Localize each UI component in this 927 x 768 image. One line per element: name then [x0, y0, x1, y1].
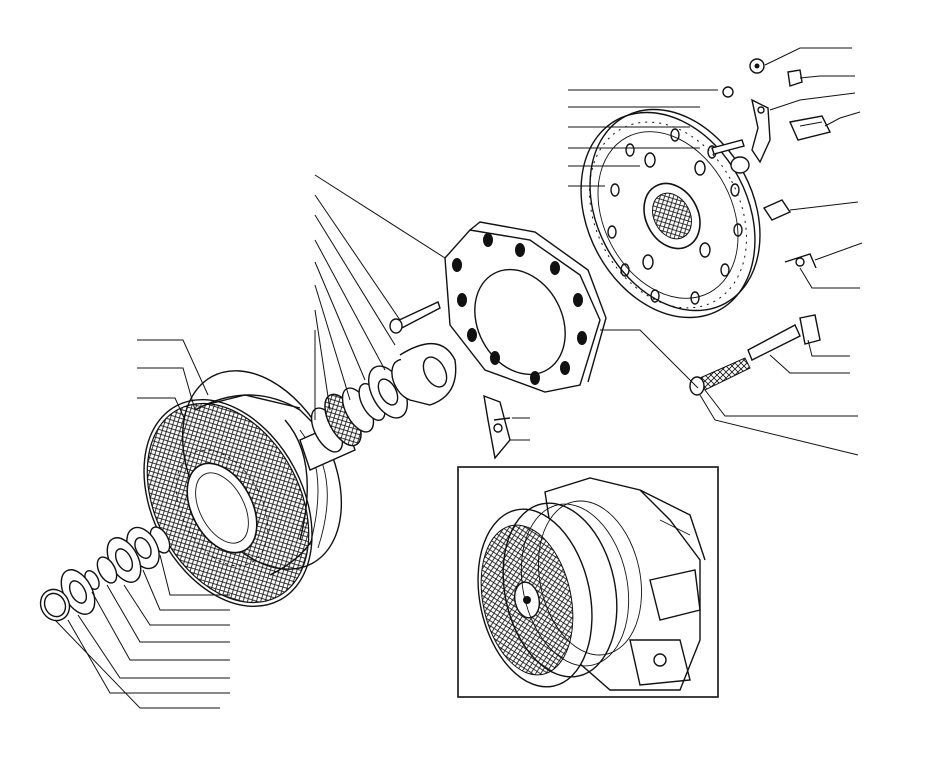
inset-assembled-view	[457, 466, 719, 698]
washers-stack	[39, 526, 171, 622]
leader-lines	[54, 47, 863, 709]
flywheel-disc	[580, 108, 761, 319]
bracket-small	[483, 394, 511, 460]
flywheel-holes	[607, 128, 743, 305]
long-bolt	[689, 314, 821, 396]
bolt	[389, 301, 441, 334]
shaft-hub-assembly	[299, 342, 457, 471]
cover-bolt-holes	[452, 233, 587, 385]
cover-plate	[444, 221, 607, 393]
clutch-drum-assembly	[143, 370, 343, 608]
lever-hardware	[711, 58, 832, 269]
